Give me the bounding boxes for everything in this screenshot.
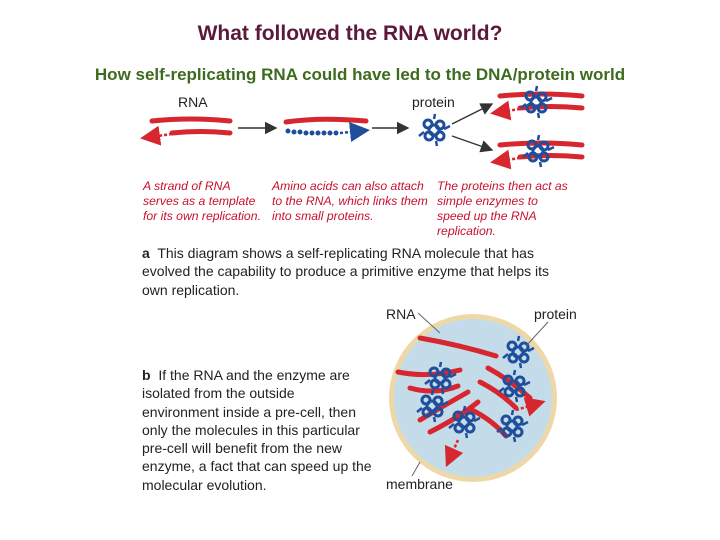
label-membrane: membrane (386, 476, 453, 492)
slide-subtitle: How self-replicating RNA could have led … (94, 65, 626, 84)
caption-step-1: A strand of RNA serves as a template for… (143, 179, 261, 223)
panel-b-description: b If the RNA and the enzyme are isolated… (142, 366, 374, 494)
caption-step-3: The proteins then act as simple enzymes … (437, 179, 568, 238)
leader-protein-b (525, 321, 549, 347)
panel-b-letter: b (142, 367, 151, 383)
panel-a-text: This diagram shows a self-replicating RN… (142, 245, 549, 298)
replicating-rna-top (490, 84, 585, 121)
replicating-rna-bottom (490, 133, 585, 170)
leader-rna-b (417, 312, 441, 334)
arrow-3-down (451, 135, 494, 153)
slide-title: What followed the RNA world? (197, 22, 503, 45)
label-rna-a: RNA (178, 94, 208, 110)
pre-cell-diagram (389, 314, 557, 482)
arrow-3-up (451, 103, 494, 125)
panel-a-description: a This diagram shows a self-replicating … (142, 244, 560, 299)
label-rna-b: RNA (386, 306, 416, 322)
leader-membrane (411, 461, 421, 477)
panel-b-text: If the RNA and the enzyme are isolated f… (142, 367, 372, 493)
rna-amino-acid-strand (283, 116, 370, 142)
protein-enzyme-icon (417, 112, 452, 148)
label-protein-a: protein (412, 94, 455, 110)
caption-step-2: Amino acids can also attach to the RNA, … (272, 179, 428, 223)
rna-template-strand (140, 116, 233, 146)
panel-a-letter: a (142, 245, 150, 261)
label-protein-b: protein (534, 306, 577, 322)
